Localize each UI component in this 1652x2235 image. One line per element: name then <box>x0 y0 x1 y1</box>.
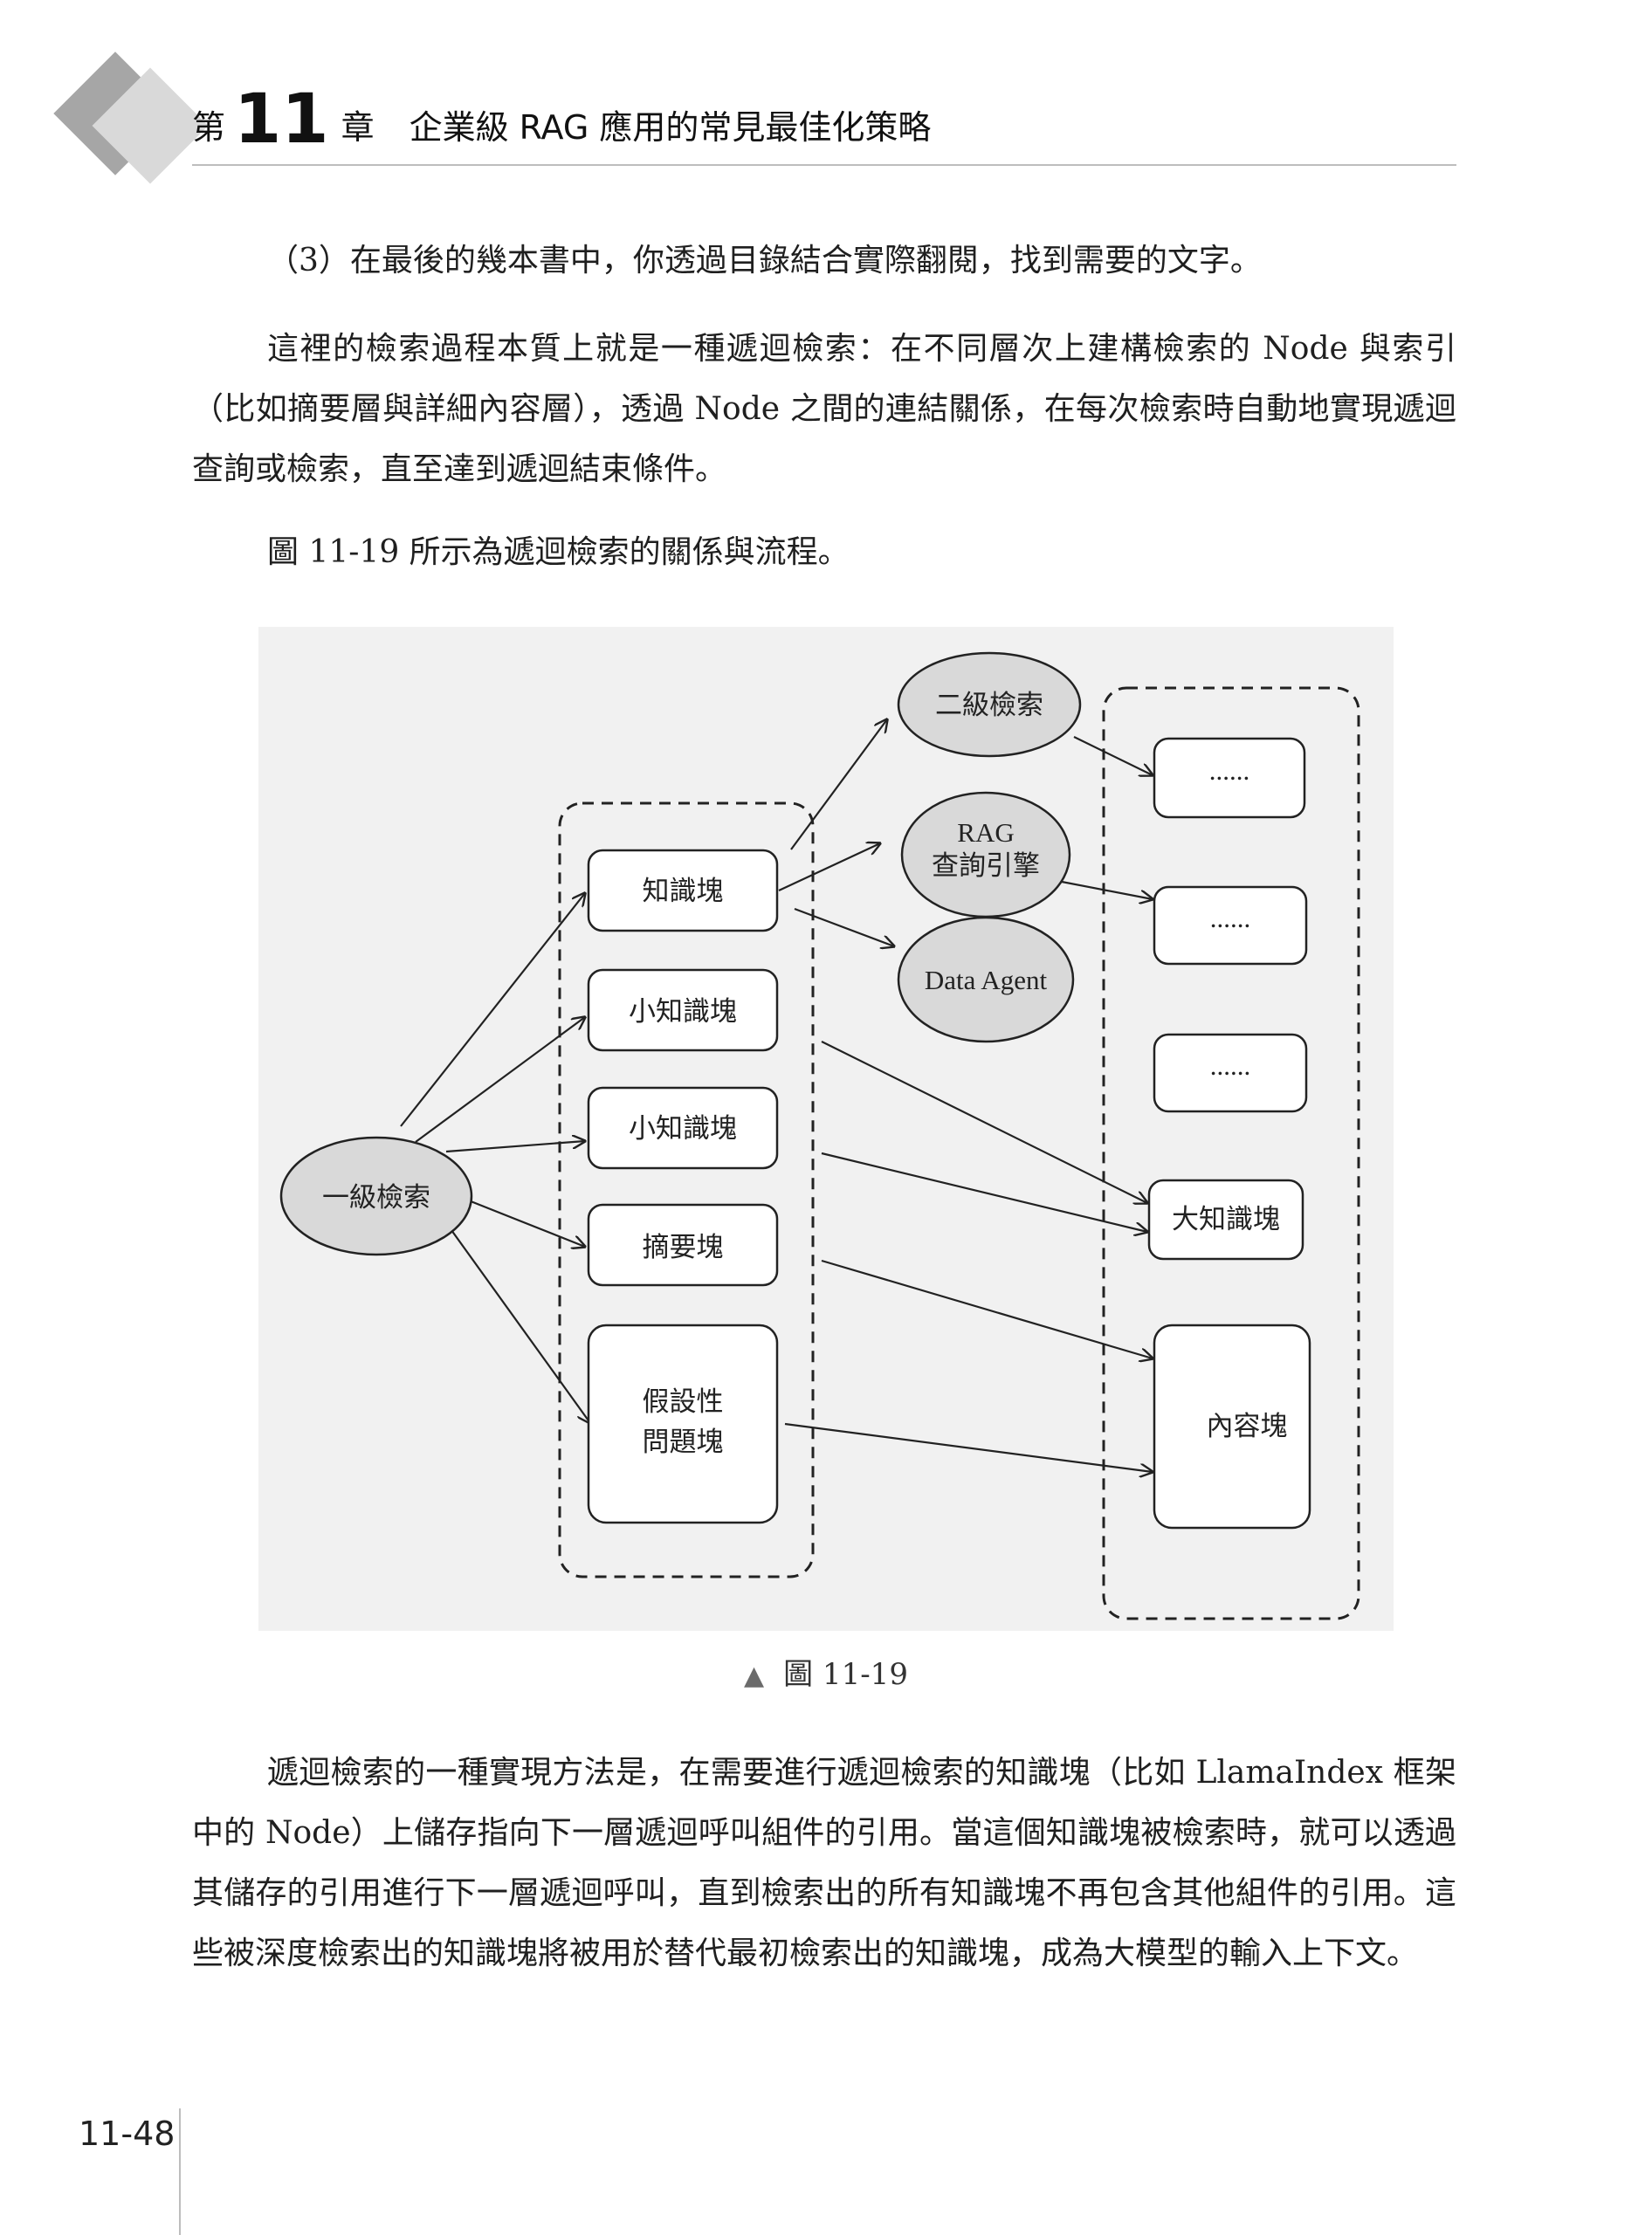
target-box-5 <box>1153 1324 1311 1530</box>
chunk-group-container <box>558 801 815 1578</box>
caption-text: 圖 11-19 <box>783 1657 908 1692</box>
chunk-label-1: 知識塊 <box>643 876 724 906</box>
edge-root-chunk1 <box>400 893 585 1127</box>
paragraph-3: 圖 11-19 所示為遞迴檢索的關係與流程。 <box>267 534 850 570</box>
label-line: 假設性 <box>643 1386 724 1417</box>
edge-root-chunk2 <box>415 1017 585 1143</box>
target-label-2: ...... <box>1210 903 1251 933</box>
chunk-label-3: 小知識塊 <box>629 1113 737 1144</box>
chapter-number: 11 <box>234 80 329 159</box>
edge-chunk1-secondary2 <box>778 843 880 891</box>
chapter-header: 第 11 章 企業級 RAG 應用的常見最佳化策略 <box>192 80 931 154</box>
target-group-container <box>1102 686 1360 1620</box>
chunk-label-4: 摘要塊 <box>643 1232 724 1262</box>
paragraph-2: 這裡的檢索過程本質上就是一種遞迴檢索：在不同層次上建構檢索的 Node 與索引（… <box>192 331 1456 487</box>
root-node-shape <box>279 1136 473 1256</box>
chunk-box-3 <box>587 1086 779 1170</box>
chapter-title: 企業級 RAG 應用的常見最佳化策略 <box>409 108 932 147</box>
paragraph-1: （3）在最後的幾本書中，你透過目錄結合實際翻閱，找到需要的文字。 <box>267 243 1262 279</box>
target-box-3 <box>1153 1033 1308 1113</box>
figure-caption: ▲ 圖 11-19 <box>0 1650 1652 1693</box>
caption-triangle-icon: ▲ <box>744 1661 765 1691</box>
chunk-box-2 <box>587 968 779 1052</box>
secondary-label-1: 二級檢索 <box>935 690 1043 720</box>
chunk-box-5 <box>587 1324 779 1524</box>
edge-chunk1-secondary3 <box>794 907 894 946</box>
chunk-box-1 <box>587 849 779 932</box>
target-label-4: 大知識塊 <box>1172 1204 1280 1234</box>
page-number-rule <box>179 2108 181 2235</box>
root-node-label: 一級檢索 <box>322 1182 430 1213</box>
edge-chunk1-secondary1 <box>790 719 887 850</box>
edge-root-chunk3 <box>445 1141 585 1153</box>
secondary-label-3: Data Agent <box>925 965 1048 995</box>
target-box-1 <box>1153 737 1306 819</box>
target-label-5: 內容塊 <box>1207 1411 1288 1441</box>
edges <box>400 719 1153 1472</box>
chunk-label-2: 小知識塊 <box>629 996 737 1027</box>
edge-root-chunk5 <box>435 1207 590 1423</box>
edge-chunk5-target5 <box>784 1422 1153 1472</box>
label-line: 問題塊 <box>643 1427 724 1457</box>
target-box-2 <box>1153 885 1308 966</box>
secondary-node-3-shape <box>897 916 1075 1043</box>
edge-chunk3-target4 <box>821 1152 1147 1232</box>
label-line: 查詢引擎 <box>932 850 1040 881</box>
target-label-3: ...... <box>1210 1050 1251 1081</box>
paragraph-4: 遞迴檢索的一種實現方法是，在需要進行遞迴檢索的知識塊（比如 LlamaIndex… <box>192 1755 1456 1971</box>
chunk-box-4 <box>587 1203 779 1287</box>
label-line: RAG <box>957 817 1014 848</box>
page-number: 11-48 <box>79 2115 176 2153</box>
edge-secondary2-target2 <box>1061 880 1153 899</box>
target-box-4 <box>1147 1179 1304 1261</box>
chapter-label: 第 <box>192 108 226 147</box>
header-rule <box>192 164 1456 166</box>
secondary-node-1-shape <box>897 651 1082 758</box>
edge-chunk2-target4 <box>821 1041 1147 1203</box>
edge-secondary1-target1 <box>1073 736 1153 775</box>
chunk-label-5: 假設性問題塊 <box>643 1386 724 1457</box>
chapter-word: 章 <box>341 108 375 147</box>
target-label-1: ...... <box>1209 755 1250 786</box>
edge-chunk4-target5 <box>821 1259 1153 1358</box>
